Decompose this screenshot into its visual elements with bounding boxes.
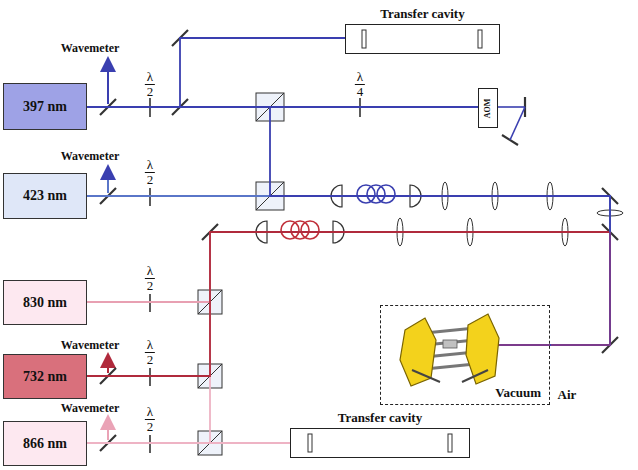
wave-plate-label: λ bbox=[145, 405, 155, 420]
laser-box: 423 nm bbox=[3, 173, 87, 219]
fraction-part: 2 bbox=[147, 420, 154, 433]
fiber-coil bbox=[281, 185, 395, 239]
lens bbox=[397, 182, 623, 246]
wave-plate-label: λ bbox=[145, 264, 155, 279]
ion-trap bbox=[400, 314, 499, 386]
transfer-cavity: Transfer cavity bbox=[345, 24, 500, 54]
instrument-label: Wavemeter bbox=[61, 402, 120, 414]
node-label: AOM bbox=[484, 98, 493, 118]
node-label: 830 nm bbox=[23, 295, 67, 311]
cavity-mirror bbox=[308, 30, 482, 452]
wave-plate-label: λ bbox=[355, 70, 365, 85]
instrument-label: Wavemeter bbox=[61, 339, 120, 351]
wave-plate-label: λ bbox=[145, 70, 155, 85]
node-label: Vacuum bbox=[495, 385, 541, 401]
node-label: 866 nm bbox=[23, 436, 67, 452]
combined-beam bbox=[551, 232, 610, 345]
beam bbox=[510, 107, 525, 140]
beam bbox=[498, 106, 525, 108]
laser-beam bbox=[87, 107, 610, 345]
laser-beam bbox=[87, 196, 610, 345]
laser-box: 732 nm bbox=[3, 354, 87, 399]
node-label: Transfer cavity bbox=[380, 6, 464, 22]
wavemeter-beam bbox=[107, 360, 109, 373]
vacuum-region: Vacuum bbox=[380, 305, 550, 405]
transfer-cavity: Transfer cavity bbox=[290, 428, 470, 458]
fraction-part: 2 bbox=[147, 353, 154, 366]
node-label: 423 nm bbox=[23, 188, 67, 204]
wavemeter-beam bbox=[107, 64, 109, 104]
node-label: Transfer cavity bbox=[338, 410, 422, 426]
node-label: 397 nm bbox=[23, 99, 67, 115]
fraction-part: 4 bbox=[357, 85, 364, 98]
instrument-label: Wavemeter bbox=[61, 42, 120, 54]
laser-beam bbox=[87, 38, 345, 107]
wavemeter-beam bbox=[107, 422, 109, 440]
aom-box: AOM bbox=[478, 88, 498, 128]
laser-box: 866 nm bbox=[3, 421, 87, 466]
fraction-part: 2 bbox=[147, 173, 154, 186]
beam bbox=[492, 344, 551, 346]
fraction-part: 2 bbox=[147, 85, 154, 98]
mirror bbox=[100, 30, 618, 451]
wave-plate-label: λ bbox=[145, 158, 155, 173]
instrument-label: Air bbox=[558, 388, 577, 401]
laser-beam bbox=[87, 232, 610, 443]
wave-plate bbox=[150, 98, 360, 453]
wavemeter-beam bbox=[107, 172, 109, 193]
laser-box: 830 nm bbox=[3, 280, 87, 325]
laser-beam bbox=[87, 232, 610, 345]
laser-beam bbox=[87, 442, 290, 444]
wave-plate-label: λ bbox=[145, 338, 155, 353]
fiber-coupler bbox=[256, 185, 421, 243]
instrument-label: Wavemeter bbox=[61, 150, 120, 162]
node-label: 732 nm bbox=[23, 369, 67, 385]
laser-box: 397 nm bbox=[3, 83, 87, 130]
fraction-part: 2 bbox=[147, 279, 154, 292]
laser-beam bbox=[87, 232, 610, 376]
